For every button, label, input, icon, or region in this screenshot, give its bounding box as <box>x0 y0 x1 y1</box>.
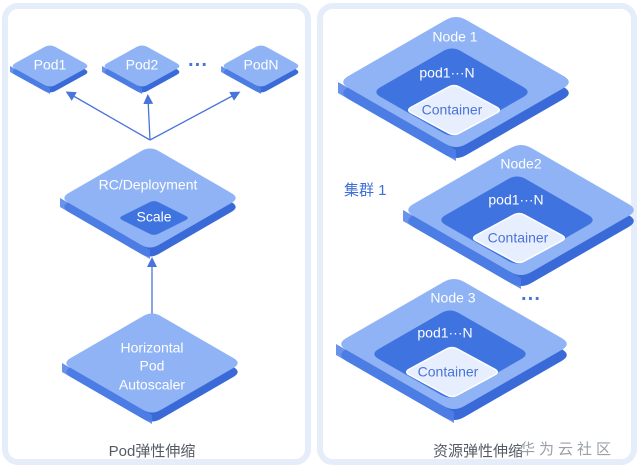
node1-container-label: Container <box>422 102 483 118</box>
pod1-tile-top <box>12 45 88 87</box>
scale-tile <box>120 201 188 235</box>
node1-container <box>407 84 501 136</box>
left-caption: Pod弹性伸缩 <box>109 443 196 460</box>
node3-tile-side-left <box>336 344 454 423</box>
node3-pod-label: pod1···N <box>417 325 472 341</box>
pod1-label: Pod1 <box>34 57 67 73</box>
controller-tile-side-left <box>60 198 150 259</box>
arrows <box>65 91 241 317</box>
node3-container-label: Container <box>418 364 479 380</box>
podn-tile-top <box>223 45 299 87</box>
right-caption: 资源弹性伸缩 <box>433 443 523 460</box>
hpa-line-3: Autoscaler <box>119 377 185 393</box>
controller-tile-top <box>64 148 236 248</box>
controller-label: RC/Deployment <box>99 177 198 193</box>
pod1-tile-side-left <box>10 66 50 94</box>
hpa-tile-top <box>66 313 238 413</box>
node1-pod-label: pod1···N <box>419 65 474 81</box>
arrow-to-pod2 <box>143 94 154 141</box>
pod2-tile-side-left <box>102 66 142 94</box>
pod2-tile-top <box>104 45 180 87</box>
node2-label: Node2 <box>500 156 541 172</box>
pod2-tile <box>102 45 180 94</box>
cluster-label: 集群 1 <box>344 182 387 199</box>
nodes-ellipsis: ··· <box>521 288 541 310</box>
hpa-tile <box>62 313 238 424</box>
node2-container <box>472 212 566 264</box>
controller-tile <box>60 148 236 259</box>
hpa-tile-side-left <box>62 363 152 424</box>
node2-pod-label: pod1···N <box>488 192 543 208</box>
hpa-line-1: Horizontal <box>120 340 183 356</box>
podn-tile-side-left <box>221 66 261 94</box>
node1-tile-side-left <box>338 82 456 161</box>
scale-label: Scale <box>136 209 171 225</box>
node2-tile-side-left <box>403 210 521 289</box>
pod2-label: Pod2 <box>126 57 159 73</box>
arrow-to-pod1 <box>65 91 151 141</box>
node3-label: Node 3 <box>430 290 475 306</box>
podn-label: PodN <box>243 57 278 73</box>
pod1-tile <box>10 45 88 94</box>
arrow-to-podn <box>149 91 241 141</box>
node2-container-label: Container <box>488 230 549 246</box>
hpa-line-2: Pod <box>140 358 165 374</box>
node3-container <box>405 346 499 398</box>
watermark: 华为云社区 <box>520 441 615 458</box>
pods-ellipsis: ··· <box>188 54 208 76</box>
node1-label: Node 1 <box>432 29 477 45</box>
podn-tile <box>221 45 299 94</box>
